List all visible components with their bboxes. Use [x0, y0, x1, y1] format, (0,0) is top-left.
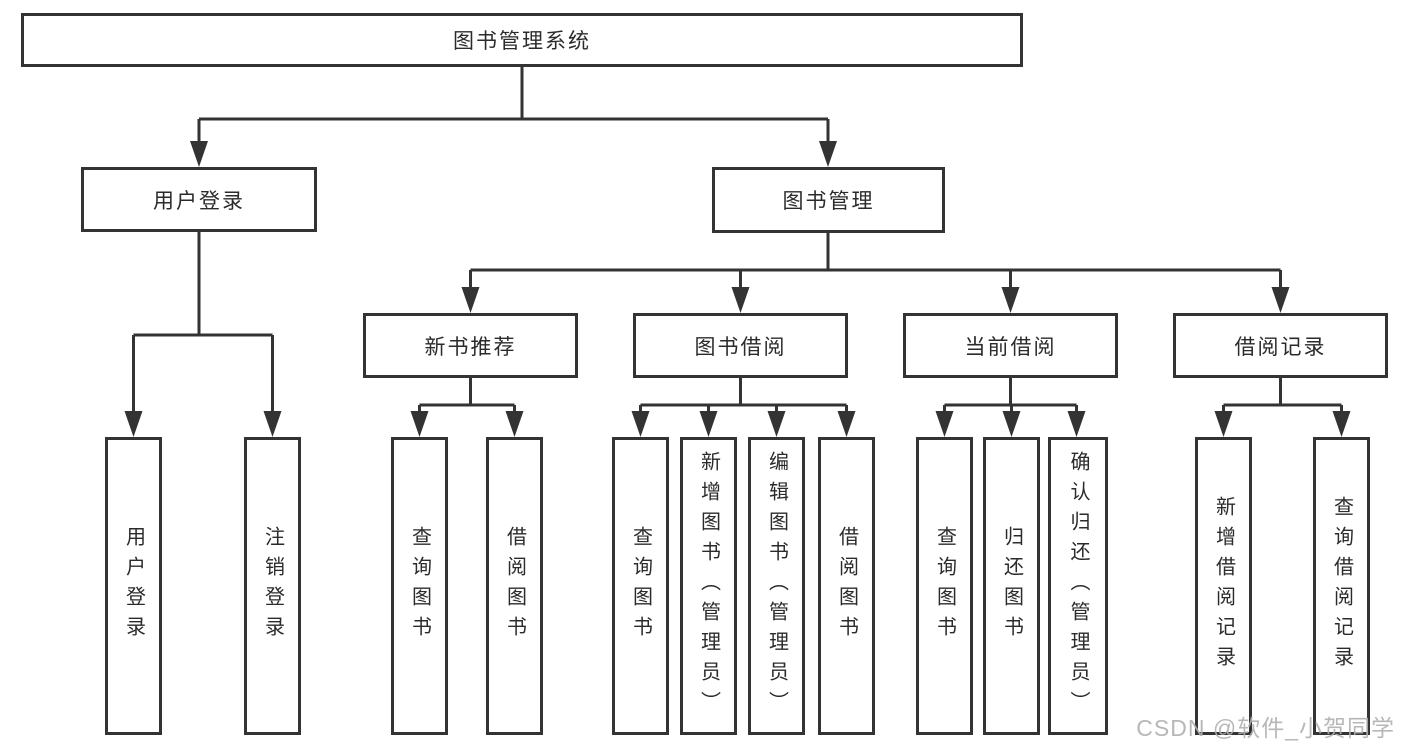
leaf-cb-query-books: 查询图书 [916, 437, 973, 735]
leaf-bb-borrow-books: 借阅图书 [818, 437, 875, 735]
leaf-nbr-query-books-label: 查询图书 [408, 526, 431, 646]
leaf-cb-return-books-label: 归还图书 [1000, 526, 1023, 646]
leaf-cb-confirm-return-admin-label: 确认归还（管理员） [1067, 451, 1089, 721]
node-book-management-label: 图书管理 [782, 190, 875, 213]
arrowhead [461, 287, 480, 313]
leaf-cb-return-books: 归还图书 [983, 437, 1040, 735]
arrowhead [505, 411, 524, 437]
arrowhead [699, 411, 718, 437]
node-root-label: 图书管理系统 [453, 30, 591, 53]
node-book-borrowing-label: 图书借阅 [694, 335, 787, 359]
node-new-book-recommendation-label: 新书推荐 [424, 335, 517, 359]
leaf-br-add-record-label: 新增借阅记录 [1212, 496, 1235, 676]
arrowhead [1002, 411, 1021, 437]
leaf-cb-confirm-return-admin: 确认归还（管理员） [1048, 437, 1108, 735]
arrowhead [1271, 287, 1290, 313]
node-current-borrowing: 当前借阅 [903, 313, 1118, 378]
leaf-bb-edit-books-admin: 编辑图书（管理员） [748, 437, 805, 735]
arrowhead [1067, 411, 1086, 437]
leaf-br-query-record: 查询借阅记录 [1313, 437, 1370, 735]
leaf-bb-add-books-admin: 新增图书（管理员） [680, 437, 737, 735]
watermark: CSDN @软件_小贺同学 [1136, 715, 1395, 741]
leaf-nbr-query-books: 查询图书 [391, 437, 448, 735]
leaf-bb-edit-books-admin-label: 编辑图书（管理员） [765, 451, 788, 721]
node-book-borrowing: 图书借阅 [633, 313, 848, 378]
leaf-user-login-label: 用户登录 [122, 526, 145, 646]
leaf-cb-query-books-label: 查询图书 [933, 526, 956, 646]
arrowhead [263, 411, 282, 437]
arrowhead [1001, 287, 1020, 313]
arrowhead [731, 287, 750, 313]
leaf-user-login: 用户登录 [105, 437, 162, 735]
node-root: 图书管理系统 [21, 13, 1023, 67]
leaf-logout: 注销登录 [244, 437, 301, 735]
arrowhead [124, 411, 143, 437]
arrowhead [767, 411, 786, 437]
arrowhead [1214, 411, 1233, 437]
node-borrowing-records: 借阅记录 [1173, 313, 1388, 378]
arrowhead [819, 141, 837, 167]
leaf-bb-add-books-admin-label: 新增图书（管理员） [697, 451, 720, 721]
leaf-bb-query-books: 查询图书 [612, 437, 669, 735]
arrowhead [410, 411, 429, 437]
arrowhead [631, 411, 650, 437]
leaf-br-query-record-label: 查询借阅记录 [1330, 496, 1353, 676]
arrowhead [190, 141, 208, 167]
leaf-bb-query-books-label: 查询图书 [629, 526, 652, 646]
node-book-management: 图书管理 [712, 167, 945, 233]
node-borrowing-records-label: 借阅记录 [1234, 335, 1327, 359]
node-current-borrowing-label: 当前借阅 [964, 335, 1057, 359]
leaf-nbr-borrow-books: 借阅图书 [486, 437, 543, 735]
leaf-br-add-record: 新增借阅记录 [1195, 437, 1252, 735]
node-user-login-label: 用户登录 [153, 189, 245, 213]
leaf-bb-borrow-books-label: 借阅图书 [835, 526, 858, 646]
leaf-nbr-borrow-books-label: 借阅图书 [503, 526, 526, 646]
arrowhead [837, 411, 856, 437]
arrowhead [935, 411, 954, 437]
node-new-book-recommendation: 新书推荐 [363, 313, 578, 378]
arrowhead [1332, 411, 1351, 437]
node-user-login: 用户登录 [81, 167, 317, 232]
leaf-logout-label: 注销登录 [261, 526, 284, 646]
